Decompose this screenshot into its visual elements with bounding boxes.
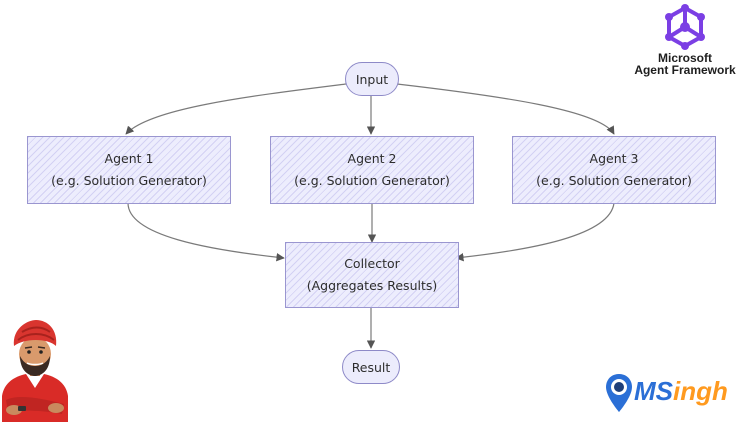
msingh-wordmark: MSingh: [634, 376, 728, 406]
msingh-rest-text: ingh: [673, 376, 728, 406]
framework-hex-icon: [665, 4, 705, 50]
msingh-logo: MSingh: [604, 372, 746, 418]
agent-1-title: Agent 1: [104, 151, 154, 166]
agent-1-node: Agent 1 (e.g. Solution Generator): [27, 136, 231, 204]
framework-logo-line1: Microsoft: [658, 51, 712, 65]
pin-logo-icon: [606, 374, 632, 412]
result-node: Result: [342, 350, 400, 384]
agent-1-subtitle: (e.g. Solution Generator): [51, 173, 207, 188]
collector-subtitle: (Aggregates Results): [306, 278, 438, 293]
framework-logo-line2: Agent Framework: [634, 63, 736, 77]
collector-node: Collector (Aggregates Results): [285, 242, 459, 308]
agent-3-title: Agent 3: [589, 151, 639, 166]
edge-agent1-collector: [127, 202, 285, 262]
collector-title: Collector: [344, 256, 400, 271]
agent-3-subtitle: (e.g. Solution Generator): [536, 173, 692, 188]
agent-3-node: Agent 3 (e.g. Solution Generator): [512, 136, 716, 204]
msingh-ms-text: MS: [634, 376, 673, 406]
edge-input-agent3: [396, 83, 615, 135]
agent-2-title: Agent 2: [347, 151, 397, 166]
avatar: [2, 320, 68, 422]
agent-2-node: Agent 2 (e.g. Solution Generator): [270, 136, 474, 204]
microsoft-agent-framework-logo: Microsoft Agent Framework: [624, 0, 746, 80]
agent-2-subtitle: (e.g. Solution Generator): [294, 173, 450, 188]
result-label: Result: [351, 359, 391, 375]
edge-input-agent1: [125, 83, 347, 135]
edge-agent3-collector: [455, 202, 615, 262]
input-node: Input: [345, 62, 399, 96]
input-label: Input: [355, 71, 389, 87]
